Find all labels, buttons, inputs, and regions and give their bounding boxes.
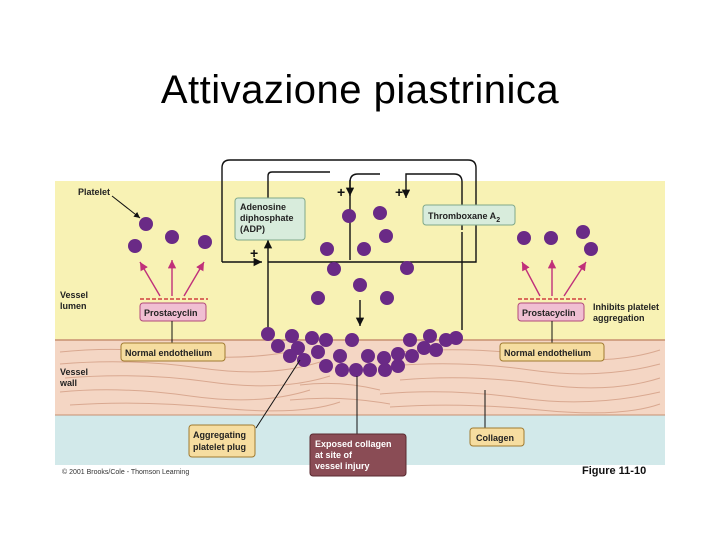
platelets — [128, 206, 598, 305]
platelet-plug-label: Aggregating — [193, 430, 246, 440]
plus-sign: + — [395, 184, 403, 200]
thromboxane-text: Thromboxane A — [428, 211, 497, 221]
adp-label: diphosphate — [240, 213, 294, 223]
vessel-lumen-label: Vessel — [60, 290, 88, 300]
platelet-plug-box — [188, 424, 256, 458]
plus-sign: + — [250, 245, 258, 261]
endothelium-box-left — [120, 342, 226, 362]
adp-label: Adenosine — [240, 202, 286, 212]
adp-label: (ADP) — [240, 224, 265, 234]
platelet-plug-label: platelet plug — [193, 442, 246, 452]
endothelium-label-left: Normal endothelium — [125, 348, 212, 358]
endothelium-label-right: Normal endothelium — [504, 348, 591, 358]
prostacyclin-label-right: Prostacyclin — [522, 308, 576, 318]
collagen-label: Collagen — [476, 433, 514, 443]
figure-number: Figure 11-10 — [582, 465, 646, 477]
exposed-collagen-box — [309, 433, 407, 477]
prostacyclin-arrows-right — [521, 260, 587, 297]
vessel-lumen-label: lumen — [60, 301, 87, 311]
collagen-box — [469, 427, 525, 447]
vessel-wall-label: wall — [59, 378, 77, 388]
thromboxane-label: Thromboxane A2 — [428, 211, 500, 224]
inhibits-label: aggregation — [593, 313, 645, 323]
adp-box — [234, 197, 306, 241]
feedback-loop-arrows — [221, 159, 477, 330]
prostacyclin-box-left — [139, 302, 207, 322]
prostacyclin-arrows-left — [139, 260, 205, 297]
exposed-collagen-label: Exposed collagen — [315, 439, 392, 449]
slide-title: Attivazione piastrinica — [160, 68, 560, 112]
vessel-wall-label: Vessel — [60, 367, 88, 377]
endothelium-box-right — [499, 342, 605, 362]
platelet-label: Platelet — [78, 187, 110, 197]
prostacyclin-label-left: Prostacyclin — [144, 308, 198, 318]
platelet-plug — [261, 327, 463, 377]
exposed-collagen-label: vessel injury — [315, 461, 370, 471]
exposed-collagen-label: at site of — [315, 450, 353, 460]
prostacyclin-box-right — [517, 302, 585, 322]
thromboxane-subscript: 2 — [496, 217, 500, 224]
plus-sign: + — [337, 184, 345, 200]
thromboxane-box — [422, 204, 516, 226]
copyright-text: © 2001 Brooks/Cole - Thomson Learning — [62, 468, 189, 476]
inhibits-label: Inhibits platelet — [593, 302, 659, 312]
